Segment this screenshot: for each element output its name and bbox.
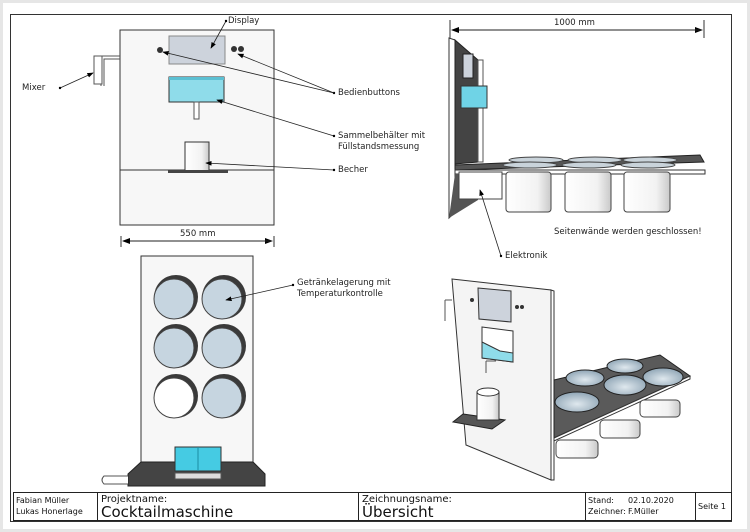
author-1: Fabian Müller bbox=[16, 496, 70, 505]
label-seitenwaende: Seitenwände werden geschlossen! bbox=[554, 227, 702, 237]
page-number: Seite 1 bbox=[698, 502, 726, 511]
stand-cell: Stand: 02.10.2020 Zeichner:F.Müller bbox=[586, 493, 696, 520]
drawing-name-cell: Zeichnungsname: Übersicht bbox=[359, 493, 586, 520]
title-block: Fabian Müller Lukas Honerlage Projektnam… bbox=[13, 492, 732, 521]
label-getraenkelagerung-1: Getränkelagerung mit bbox=[297, 278, 391, 288]
side-view bbox=[448, 20, 706, 220]
author-2: Lukas Honerlage bbox=[16, 507, 83, 516]
button-left bbox=[157, 47, 163, 53]
bottle-slot-1 bbox=[153, 278, 195, 320]
stand-value: 02.10.2020 bbox=[628, 496, 674, 505]
label-display: Display bbox=[228, 16, 260, 26]
project-label: Projektname: bbox=[101, 494, 168, 505]
project-name: Cocktailmaschine bbox=[101, 503, 234, 521]
drawer-label: Zeichner: bbox=[588, 507, 626, 516]
side-bottle-1 bbox=[505, 171, 552, 213]
front-view bbox=[93, 29, 275, 226]
bottle-slot-2 bbox=[201, 278, 243, 320]
cup bbox=[184, 141, 210, 172]
bottle-slot-6 bbox=[201, 377, 243, 419]
side-tank bbox=[460, 85, 488, 109]
side-bottle-2 bbox=[564, 171, 612, 213]
drawer-value: F.Müller bbox=[628, 507, 659, 516]
label-getraenkelagerung-2: Temperaturkontrolle bbox=[297, 289, 383, 299]
tank-spout bbox=[193, 101, 200, 120]
label-sammelbehaelter-1: Sammelbehälter mit bbox=[338, 131, 426, 141]
bottle-slot-3 bbox=[153, 327, 195, 369]
button-right-2 bbox=[238, 46, 244, 52]
collecting-tank bbox=[168, 76, 225, 103]
drawing-label: Zeichnungsname: bbox=[362, 494, 452, 505]
dimension-1000-label: 1000 mm bbox=[554, 18, 595, 28]
dimension-550-label: 550 mm bbox=[180, 229, 216, 239]
page-cell: Seite 1 bbox=[696, 493, 731, 520]
top-view bbox=[101, 236, 275, 487]
side-bottle-3 bbox=[623, 171, 671, 213]
label-becher: Becher bbox=[338, 165, 368, 175]
authors-cell: Fabian Müller Lukas Honerlage bbox=[14, 493, 98, 520]
stand-label: Stand: bbox=[588, 496, 614, 505]
drawing-name: Übersicht bbox=[362, 503, 434, 521]
electronics-box bbox=[458, 171, 503, 200]
project-cell: Projektname: Cocktailmaschine bbox=[98, 493, 359, 520]
label-sammelbehaelter-2: Füllstandsmessung bbox=[338, 142, 420, 152]
iso-view bbox=[444, 278, 692, 481]
label-bedienbuttons: Bedienbuttons bbox=[338, 88, 400, 98]
label-elektronik: Elektronik bbox=[505, 251, 548, 261]
bottle-slot-4 bbox=[201, 327, 243, 369]
button-right-1 bbox=[231, 46, 237, 52]
bottle-slot-5 bbox=[153, 377, 195, 419]
mixer-pipe bbox=[100, 55, 120, 86]
label-mixer: Mixer bbox=[22, 83, 46, 93]
